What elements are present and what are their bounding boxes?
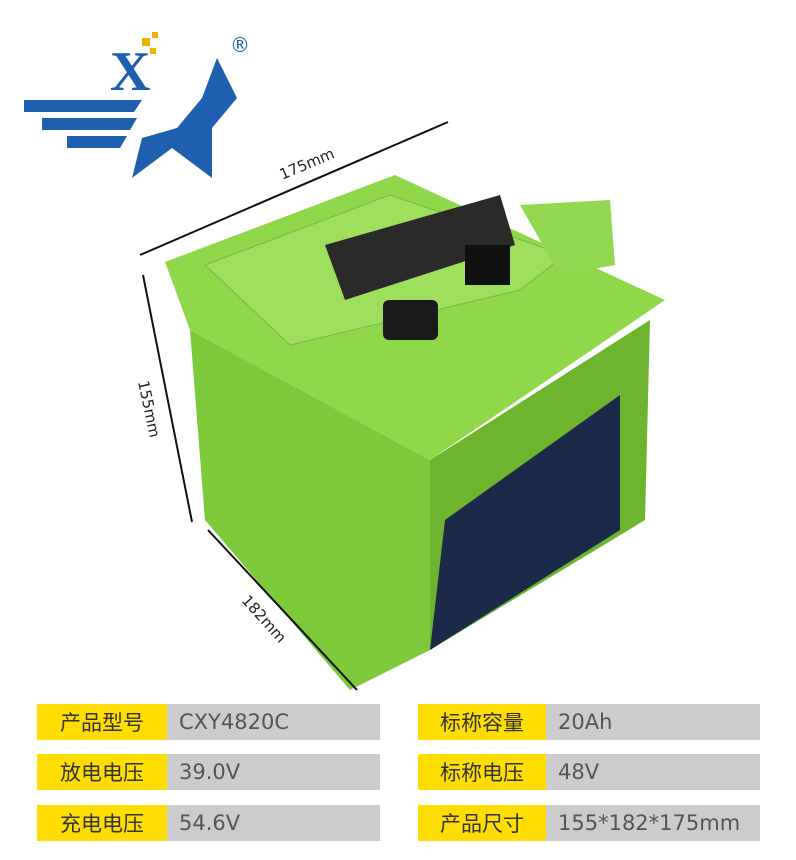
spec-label: 标称容量	[418, 704, 546, 740]
spec-label: 充电电压	[37, 805, 167, 841]
svg-text:X: X	[110, 41, 150, 103]
spec-label: 标称电压	[418, 754, 546, 790]
spec-value: 155*182*175mm	[546, 805, 760, 841]
spec-row: 放电电压 39.0V	[37, 754, 380, 790]
spec-row: 产品型号 CXY4820C	[37, 704, 380, 740]
brand-logo: X ®	[24, 32, 250, 178]
spec-row: 产品尺寸 155*182*175mm	[418, 805, 760, 841]
battery-product-image	[139, 121, 665, 691]
spec-row: 标称容量 20Ah	[418, 704, 760, 740]
spec-value: 48V	[546, 754, 760, 790]
registered-mark: ®	[230, 33, 250, 57]
spec-row: 标称电压 48V	[418, 754, 760, 790]
spec-value: 39.0V	[167, 754, 380, 790]
spec-value: CXY4820C	[167, 704, 380, 740]
spec-label: 产品型号	[37, 704, 167, 740]
spec-row: 充电电压 54.6V	[37, 805, 380, 841]
spec-label: 放电电压	[37, 754, 167, 790]
spec-label: 产品尺寸	[418, 805, 546, 841]
spec-value: 20Ah	[546, 704, 760, 740]
spec-value: 54.6V	[167, 805, 380, 841]
